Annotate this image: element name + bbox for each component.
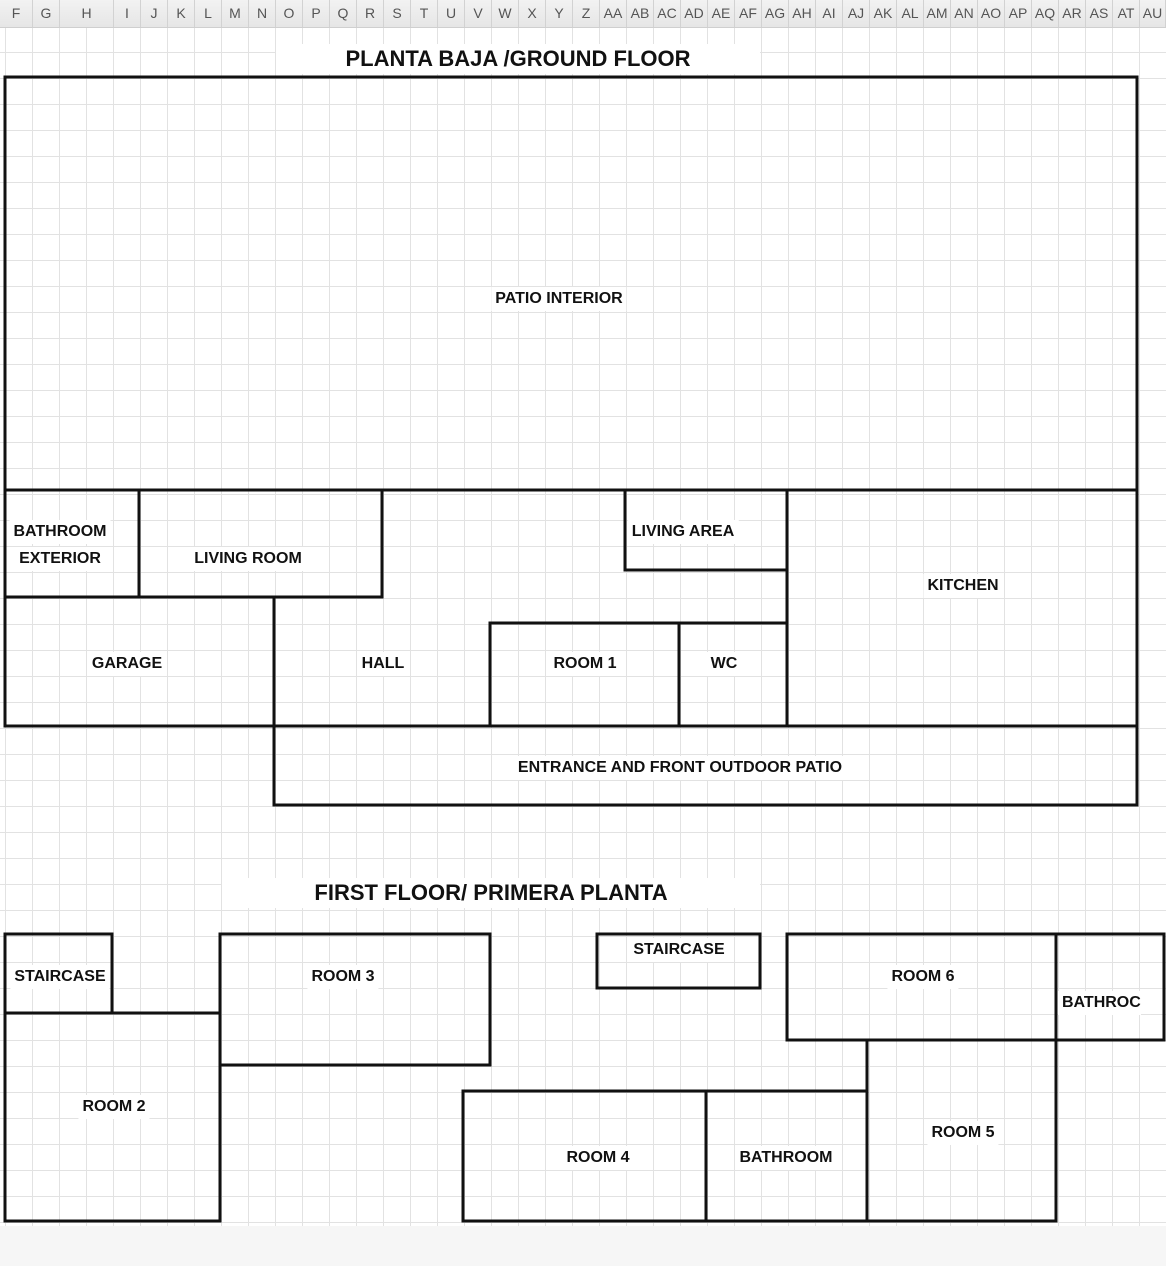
wall-living-area: [623, 488, 789, 572]
column-header-cell[interactable]: AL: [897, 0, 924, 27]
label-bathroom-center: BATHROOM: [735, 1146, 837, 1170]
wall-room-1: [488, 621, 789, 728]
column-header-cell[interactable]: AG: [762, 0, 789, 27]
column-header-cell[interactable]: P: [303, 0, 330, 27]
first-floor-title: FIRST FLOOR/ PRIMERA PLANTA: [222, 878, 760, 908]
label-wc: WC: [706, 652, 742, 676]
column-header-cell[interactable]: V: [465, 0, 492, 27]
label-bathroom-exterior-line1: BATHROOM: [9, 520, 111, 544]
label-patio-interior: PATIO INTERIOR: [491, 287, 627, 311]
column-header-cell[interactable]: AJ: [843, 0, 870, 27]
column-header-cell[interactable]: AP: [1005, 0, 1032, 27]
column-header-cell[interactable]: I: [114, 0, 141, 27]
column-header-cell[interactable]: F: [0, 0, 33, 27]
label-room-2: ROOM 2: [78, 1095, 150, 1119]
sheet-bottom-strip: [0, 1226, 1166, 1266]
label-room-5: ROOM 5: [927, 1121, 999, 1145]
column-header-cell[interactable]: X: [519, 0, 546, 27]
column-header-cell[interactable]: AI: [816, 0, 843, 27]
wall-entrance: [272, 724, 1139, 807]
label-room-6: ROOM 6: [887, 965, 959, 989]
column-header-cell[interactable]: K: [168, 0, 195, 27]
wall-living-room: [137, 488, 384, 599]
column-header-cell[interactable]: AM: [924, 0, 951, 27]
column-header-cell[interactable]: AF: [735, 0, 762, 27]
wall-garage: [3, 595, 276, 728]
label-room-3: ROOM 3: [307, 965, 379, 989]
ground-floor-title: PLANTA BAJA /GROUND FLOOR: [276, 44, 760, 74]
column-header-cell[interactable]: R: [357, 0, 384, 27]
column-header-cell[interactable]: AQ: [1032, 0, 1059, 27]
column-header-cell[interactable]: G: [33, 0, 60, 27]
column-header-cell[interactable]: O: [276, 0, 303, 27]
column-header-cell[interactable]: Y: [546, 0, 573, 27]
column-header-cell[interactable]: L: [195, 0, 222, 27]
label-hall: HALL: [357, 652, 409, 676]
column-header-cell[interactable]: AS: [1086, 0, 1113, 27]
column-header-cell[interactable]: AC: [654, 0, 681, 27]
wall-room-5: [865, 1038, 1058, 1223]
column-header-cell[interactable]: AK: [870, 0, 897, 27]
label-staircase-center: STAIRCASE: [629, 938, 729, 962]
label-bathroom-exterior-line2: EXTERIOR: [15, 547, 105, 571]
column-header-cell[interactable]: N: [249, 0, 276, 27]
column-header-cell[interactable]: H: [60, 0, 114, 27]
column-header-cell[interactable]: S: [384, 0, 411, 27]
column-header-cell[interactable]: AE: [708, 0, 735, 27]
wall-patio-interior: [3, 75, 1139, 492]
wall-staircase-left: [3, 932, 114, 1015]
wall-bathroom-right: [1054, 932, 1166, 1042]
label-living-room: LIVING ROOM: [190, 547, 306, 571]
column-header-cell[interactable]: J: [141, 0, 168, 27]
label-staircase-left: STAIRCASE: [10, 965, 110, 989]
column-header-cell[interactable]: AA: [600, 0, 627, 27]
column-header-cell[interactable]: AO: [978, 0, 1005, 27]
column-header-cell[interactable]: AD: [681, 0, 708, 27]
label-kitchen: KITCHEN: [923, 574, 1003, 598]
column-header-cell[interactable]: T: [411, 0, 438, 27]
label-entrance: ENTRANCE AND FRONT OUTDOOR PATIO: [513, 756, 847, 780]
column-header-cell[interactable]: AN: [951, 0, 978, 27]
column-header-cell[interactable]: Z: [573, 0, 600, 27]
column-header-cell[interactable]: AT: [1113, 0, 1140, 27]
label-garage: GARAGE: [87, 652, 167, 676]
column-header-cell[interactable]: AB: [627, 0, 654, 27]
column-header-cell[interactable]: W: [492, 0, 519, 27]
label-room-4: ROOM 4: [562, 1146, 634, 1170]
label-living-area: LIVING AREA: [627, 520, 739, 544]
column-header-cell[interactable]: U: [438, 0, 465, 27]
column-header-cell[interactable]: AR: [1059, 0, 1086, 27]
wall-staircase-center: [595, 932, 762, 990]
wall-kitchen: [785, 488, 1139, 728]
column-header-cell[interactable]: AH: [789, 0, 816, 27]
label-bathroom-right: BATHROC: [1058, 991, 1141, 1015]
column-header-cell[interactable]: Q: [330, 0, 357, 27]
wall-room-3: [218, 932, 492, 1067]
column-header-cell[interactable]: M: [222, 0, 249, 27]
label-room-1: ROOM 1: [549, 652, 621, 676]
